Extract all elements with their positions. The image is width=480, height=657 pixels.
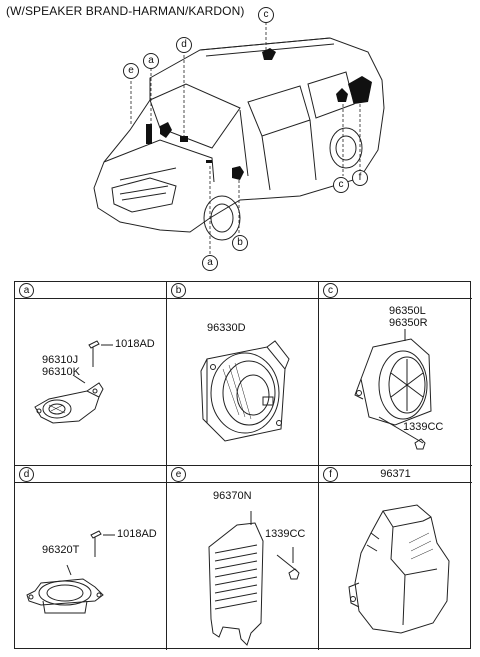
diagram-title: (W/SPEAKER BRAND-HARMAN/KARDON) xyxy=(6,4,245,18)
part-number: 1339CC xyxy=(403,421,444,433)
part-number: 96350L xyxy=(389,305,426,317)
part-number: 96320T xyxy=(42,544,80,556)
door-speaker-drawing xyxy=(200,340,290,442)
subwoofer-enclosure-drawing xyxy=(348,504,450,634)
panel-b-header: b xyxy=(167,282,318,299)
panel-letter: d xyxy=(19,467,34,482)
panel-letter: a xyxy=(19,283,34,298)
panel-b[interactable]: b 96330D xyxy=(167,282,319,466)
panel-letter: b xyxy=(171,283,186,298)
callout-c-bottom[interactable]: c xyxy=(333,177,349,193)
part-number: 96310J xyxy=(42,354,79,366)
callout-b[interactable]: b xyxy=(232,235,248,251)
panel-f[interactable]: f 96371 xyxy=(319,466,472,650)
callout-c-top[interactable]: c xyxy=(258,7,274,23)
panel-a-header: a xyxy=(15,282,166,299)
panel-c[interactable]: c 96350L 96350R 1339CC xyxy=(319,282,472,466)
callout-f[interactable]: f xyxy=(352,170,368,186)
part-number: 96310K xyxy=(42,366,80,378)
panel-letter: e xyxy=(171,467,186,482)
callout-d[interactable]: d xyxy=(176,37,192,53)
parts-grid: a 1018AD 96310J 96310K b xyxy=(14,281,472,650)
panel-a[interactable]: a 1018AD 96310J 96310K xyxy=(15,282,167,466)
panel-d[interactable]: d 1018AD 96320T xyxy=(15,466,167,650)
panel-f-header: f 96371 xyxy=(319,466,472,483)
part-number: 1018AD xyxy=(117,528,157,540)
center-speaker-drawing xyxy=(26,530,115,614)
part-number: 1018AD xyxy=(115,338,155,350)
part-number: 1339CC xyxy=(265,528,306,540)
callout-a-bottom[interactable]: a xyxy=(202,255,218,271)
part-number: 96350R xyxy=(389,317,428,329)
panel-letter: f xyxy=(323,467,338,482)
vehicle-illustration xyxy=(93,22,385,258)
panel-e[interactable]: e 96370N 1339CC xyxy=(167,466,319,650)
callout-e[interactable]: e xyxy=(123,63,139,79)
panel-c-header: c xyxy=(319,282,472,299)
callout-a-top[interactable]: a xyxy=(143,53,159,69)
panel-e-header: e xyxy=(167,466,318,483)
panel-letter: c xyxy=(323,283,338,298)
part-number: 96370N xyxy=(213,490,252,502)
panel-d-header: d xyxy=(15,466,166,483)
amplifier-drawing xyxy=(208,511,300,646)
tweeter-bracket-drawing xyxy=(34,340,113,424)
part-number: 96330D xyxy=(207,322,246,334)
panel-header-code: 96371 xyxy=(380,468,411,480)
rear-speaker-drawing xyxy=(354,329,432,450)
